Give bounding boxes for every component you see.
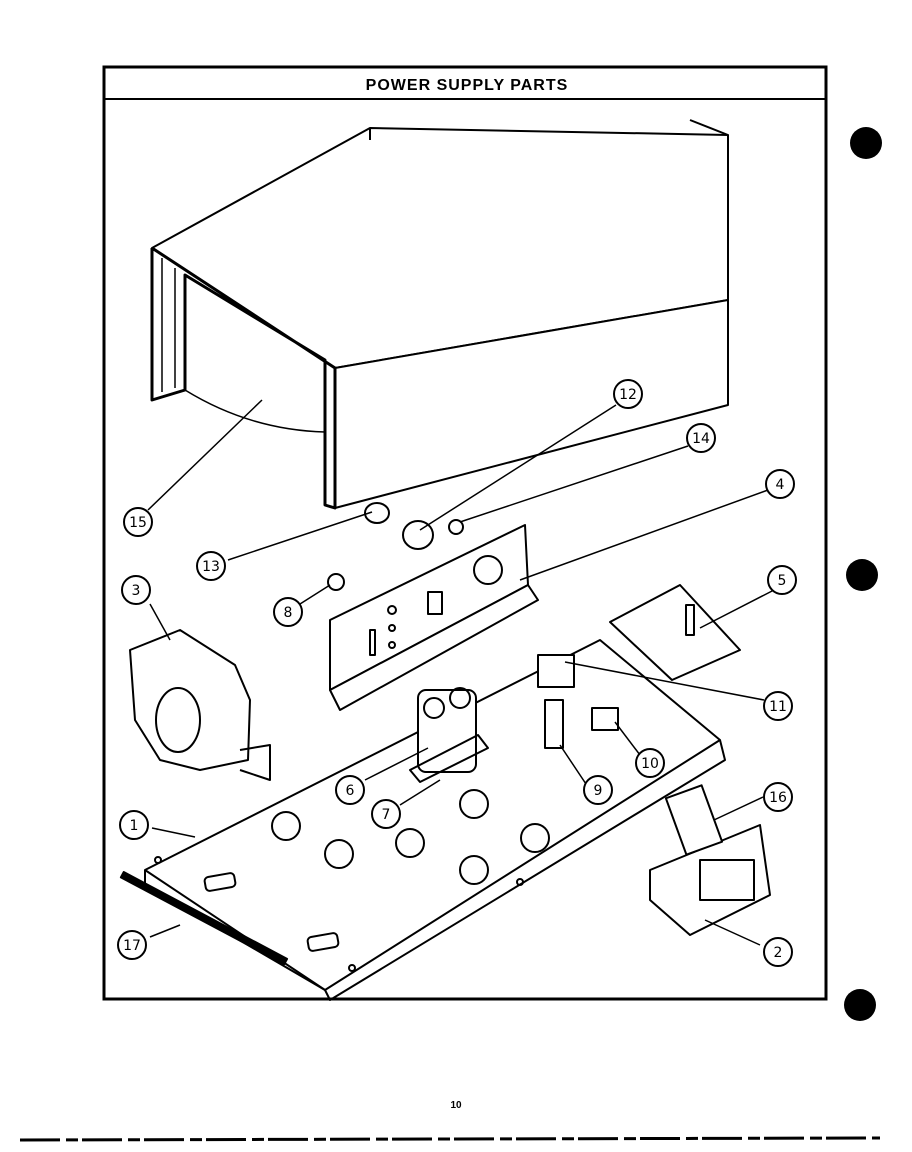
scan-edge bbox=[19, 1136, 881, 1142]
capacitor bbox=[409, 687, 489, 783]
relay bbox=[544, 699, 564, 749]
svg-text:12: 12 bbox=[619, 387, 637, 403]
blower-assembly bbox=[129, 629, 271, 781]
callout-17: 17 bbox=[117, 930, 147, 960]
page-number: 10 bbox=[450, 1100, 462, 1111]
cabinet-cover bbox=[150, 119, 729, 510]
gasket-strip bbox=[119, 871, 289, 966]
svg-text:1: 1 bbox=[130, 818, 139, 834]
callout-2: 2 bbox=[763, 937, 793, 967]
callout-5: 5 bbox=[767, 565, 797, 595]
svg-text:14: 14 bbox=[692, 431, 710, 447]
svg-text:13: 13 bbox=[202, 559, 220, 575]
svg-text:4: 4 bbox=[776, 477, 785, 493]
svg-text:3: 3 bbox=[132, 583, 141, 599]
transformer bbox=[649, 824, 771, 936]
svg-text:16: 16 bbox=[769, 790, 787, 806]
callout-13: 13 bbox=[196, 551, 226, 581]
svg-text:5: 5 bbox=[778, 573, 787, 589]
svg-text:11: 11 bbox=[769, 699, 787, 715]
callouts: 1 2 3 4 5 6 7 8 9 10 11 12 13 14 15 16 1… bbox=[117, 379, 797, 967]
svg-text:17: 17 bbox=[123, 938, 141, 954]
svg-text:15: 15 bbox=[129, 515, 147, 531]
nut-14 bbox=[448, 519, 464, 535]
binder-hole-top bbox=[850, 127, 882, 159]
control-panel bbox=[329, 524, 539, 711]
bushing-13 bbox=[364, 502, 390, 524]
callout-16: 16 bbox=[763, 782, 793, 812]
diagram-title: POWER SUPPLY PARTS bbox=[366, 77, 569, 94]
svg-text:10: 10 bbox=[641, 756, 659, 772]
callout-10: 10 bbox=[635, 748, 665, 778]
leader-lines bbox=[147, 399, 775, 946]
callout-1: 1 bbox=[119, 810, 149, 840]
knob-12 bbox=[402, 520, 434, 550]
callout-4: 4 bbox=[765, 469, 795, 499]
svg-text:6: 6 bbox=[346, 783, 355, 799]
circuit-board bbox=[609, 584, 741, 681]
callout-11: 11 bbox=[763, 691, 793, 721]
connector bbox=[591, 707, 619, 731]
callout-3: 3 bbox=[121, 575, 151, 605]
svg-text:7: 7 bbox=[382, 807, 391, 823]
binder-hole-bottom bbox=[844, 989, 876, 1021]
svg-text:2: 2 bbox=[774, 945, 783, 961]
insulator-plate bbox=[664, 784, 724, 856]
diagram-border bbox=[102, 65, 828, 1001]
fitting-8 bbox=[327, 573, 345, 591]
callout-9: 9 bbox=[583, 775, 613, 805]
callout-6: 6 bbox=[335, 775, 365, 805]
svg-text:9: 9 bbox=[594, 783, 603, 799]
binder-hole-middle bbox=[846, 559, 878, 591]
terminal-block bbox=[537, 654, 575, 688]
callout-12: 12 bbox=[613, 379, 643, 409]
callout-7: 7 bbox=[371, 799, 401, 829]
callout-15: 15 bbox=[123, 507, 153, 537]
callout-8: 8 bbox=[273, 597, 303, 627]
callout-14: 14 bbox=[686, 423, 716, 453]
svg-text:8: 8 bbox=[284, 605, 293, 621]
